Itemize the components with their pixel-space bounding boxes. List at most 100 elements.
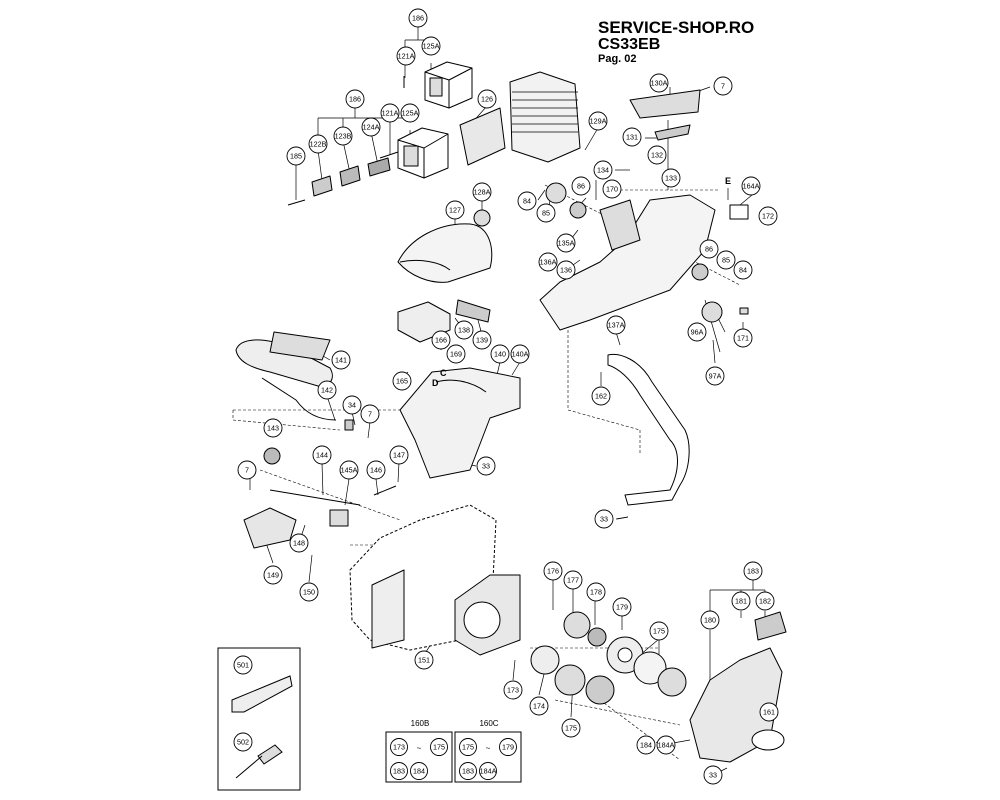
callout-circle [543, 561, 563, 581]
callout-97A: 97A [705, 366, 725, 386]
callout-circle [339, 460, 359, 480]
kit-part-circle [459, 762, 477, 780]
callout-label: 174 [533, 702, 545, 711]
callout-circle [538, 252, 558, 272]
callout-label: 170 [606, 185, 618, 194]
callout-96A: 96A [687, 322, 707, 342]
callout-label: 147 [393, 451, 405, 460]
callout-circle [380, 103, 400, 123]
callout-label: 172 [762, 212, 774, 221]
callout-84: 84 [517, 191, 537, 211]
callout-circle [561, 718, 581, 738]
callout-circle [741, 176, 761, 196]
callout-circle [556, 260, 576, 280]
callout-circle [421, 36, 441, 56]
callout-label: 502 [237, 738, 249, 747]
callout-label: 86 [577, 182, 585, 191]
callout-circle [431, 330, 451, 350]
callout-122B: 122B [308, 134, 328, 154]
callout-123B: 123B [333, 126, 353, 146]
callout-circle [743, 561, 763, 581]
callout-label: 183 [747, 567, 759, 576]
callout-circle [237, 460, 257, 480]
callout-circle [445, 200, 465, 220]
callout-label: 132 [651, 151, 663, 160]
callout-label: 171 [737, 334, 749, 343]
letter-e-label: E [725, 176, 731, 186]
callout-138: 138 [454, 320, 474, 340]
callout-label: 179 [616, 603, 628, 612]
callout-34: 34 [342, 395, 362, 415]
kit-160c-code: 160C [479, 719, 498, 728]
callout-circle [731, 591, 751, 611]
callout-171: 171 [733, 328, 753, 348]
callout-148: 148 [289, 533, 309, 553]
callout-circle [400, 103, 420, 123]
callout-circle [317, 380, 337, 400]
callout-circle [622, 127, 642, 147]
callout-circle [656, 735, 676, 755]
letter-c-label: C [440, 368, 447, 378]
callout-label: 124A [363, 123, 380, 132]
callout-179: 179 [612, 597, 632, 617]
callout-185: 185 [286, 146, 306, 166]
callout-label: 140 [494, 350, 506, 359]
callout-label: 122B [310, 140, 327, 149]
callout-label: 501 [237, 661, 249, 670]
callout-label: 162 [595, 392, 607, 401]
callout-label: 141 [335, 356, 347, 365]
callout-label: 180 [704, 616, 716, 625]
tools-box [217, 647, 301, 791]
callout-label: 161 [763, 708, 775, 717]
callout-circle [703, 765, 723, 785]
callout-140A: 140A [510, 344, 530, 364]
callout-86: 86 [699, 239, 719, 259]
kit-range-tilde: ~ [417, 744, 422, 753]
callout-label: 134 [597, 166, 609, 175]
kit-part-label: 173 [393, 743, 405, 752]
callout-label: 176 [547, 567, 559, 576]
callout-label: 137A [608, 321, 625, 330]
callout-125A: 125A [421, 36, 441, 56]
callout-circle [312, 445, 332, 465]
callout-label: 84 [739, 266, 747, 275]
callout-circle [472, 330, 492, 350]
callout-label: 129A [590, 117, 607, 126]
callout-151: 151 [414, 650, 434, 670]
callout-label: 142 [321, 386, 333, 395]
callout-circle [510, 344, 530, 364]
callout-121A: 121A [396, 46, 416, 66]
callout-label: 96A [691, 328, 704, 337]
model-title: CS33EB [598, 36, 661, 53]
callout-circle [699, 239, 719, 259]
callout-label: 33 [482, 462, 490, 471]
callout-circle [563, 570, 583, 590]
kit-160b-code: 160B [411, 719, 430, 728]
callout-184: 184 [636, 735, 656, 755]
callout-143: 143 [263, 418, 283, 438]
callout-circle [263, 565, 283, 585]
callout-175: 175 [561, 718, 581, 738]
callout-label: 143 [267, 424, 279, 433]
callout-125A: 125A [400, 103, 420, 123]
callout-label: 138 [458, 326, 470, 335]
callout-circle [392, 371, 412, 391]
kit-part-circle [390, 738, 408, 756]
callout-circle [716, 250, 736, 270]
callout-136: 136 [556, 260, 576, 280]
callout-7: 7 [237, 460, 257, 480]
callout-134: 134 [593, 160, 613, 180]
callout-circle [454, 320, 474, 340]
callout-label: 85 [722, 256, 730, 265]
callout-label: 186 [412, 14, 424, 23]
callout-circle [556, 233, 576, 253]
callout-label: 173 [507, 686, 519, 695]
callout-186: 186 [345, 89, 365, 109]
callout-circle [636, 735, 656, 755]
callout-label: 169 [450, 350, 462, 359]
callout-label: 151 [418, 656, 430, 665]
callout-circle [571, 176, 591, 196]
